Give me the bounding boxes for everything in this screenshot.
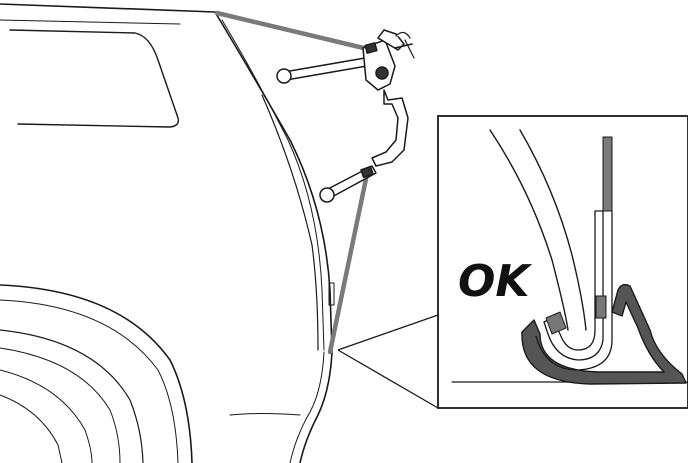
rack-frame [372, 90, 408, 166]
detail-callout: OK [438, 116, 688, 408]
lower-foot-pad [320, 188, 334, 202]
roof-line [0, 4, 215, 12]
bumper [300, 352, 332, 463]
ok-label: OK [458, 256, 532, 307]
upper-arm [284, 58, 367, 80]
detail-strap [603, 137, 612, 211]
top-strap [217, 13, 372, 50]
wheel-arch [0, 285, 192, 463]
tailgate-edge [215, 12, 332, 352]
bike-rack [277, 30, 414, 202]
tire [0, 330, 143, 463]
rear-window [10, 30, 178, 127]
top-buckle [365, 43, 377, 53]
callout-lines [338, 315, 438, 408]
upper-foot-pad [277, 69, 291, 83]
bottom-strap [330, 174, 367, 352]
